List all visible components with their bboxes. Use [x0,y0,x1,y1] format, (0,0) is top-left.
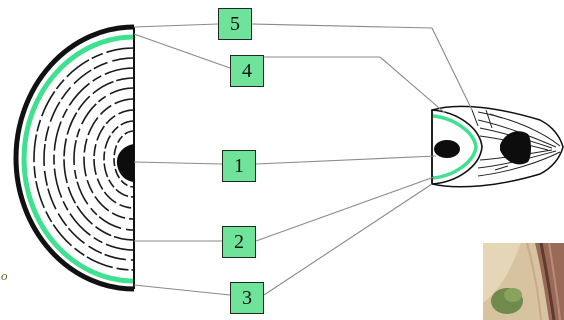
label-box-4: 4 [230,55,264,87]
label-box-5: 5 [218,8,252,40]
label-box-3: 3 [230,282,264,314]
small-tapered-section [431,105,564,188]
green-layer-large [21,34,135,284]
label-box-2: 2 [222,226,256,258]
label-1-text: 1 [234,154,244,177]
pith-small [434,140,460,158]
growth-rings [33,47,135,271]
pith-large [116,144,134,182]
label-box-1: 1 [222,150,256,182]
twig-core [500,131,531,165]
label-5-text: 5 [230,12,240,35]
leader-lines [133,23,473,296]
label-3-text: 3 [242,286,252,309]
label-4-text: 4 [242,59,252,82]
edge-letter-fragment: o [1,268,8,283]
green-layer-small [432,114,478,180]
label-2-text: 2 [234,230,244,253]
large-half-section [13,24,135,292]
plant-photo-thumbnail [483,243,564,320]
bark-outer-rim [13,24,135,292]
